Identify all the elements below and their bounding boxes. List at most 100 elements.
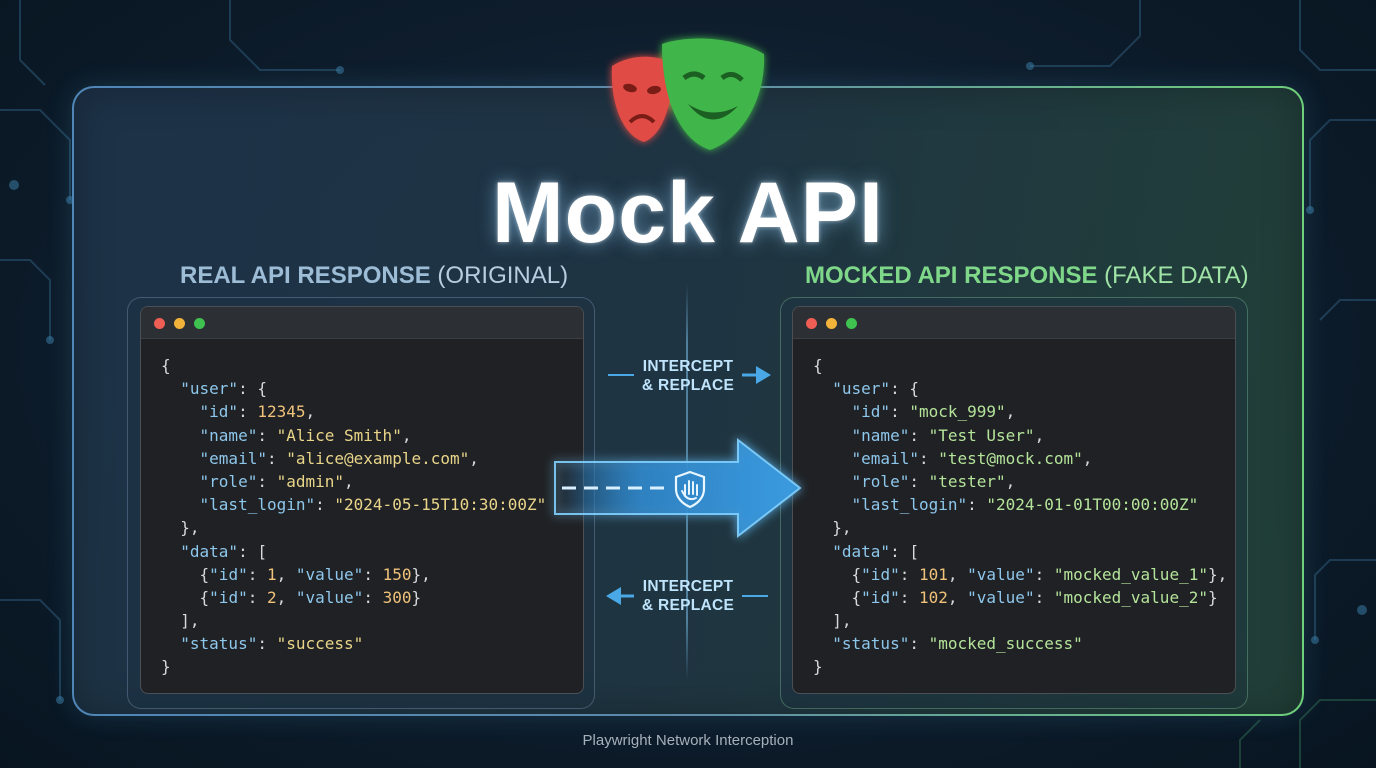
code-token: { [813,564,862,584]
code-token: }, [161,518,200,538]
code-token: } [161,657,171,677]
code-token: "id" [861,564,900,584]
code-token: } [1207,587,1218,607]
intercept-replace-bottom: INTERCEPT & REPLACE [636,577,740,615]
code-token: "last_login" [851,495,968,515]
intercept-replace-top: INTERCEPT & REPLACE [636,357,740,395]
theater-masks-icon [611,38,765,150]
code-token: "role" [199,471,258,491]
mocked-response-window: { "user": { "id": "mock_999", "name": "T… [792,306,1236,694]
code-token: : [ [238,541,267,561]
code-token: "Test User" [928,425,1035,445]
code-token: : [257,634,277,654]
code-token: 101 [918,564,948,584]
code-token: "user" [832,379,891,399]
code-token [161,379,180,398]
code-token: "name" [851,425,910,445]
code-token: , [947,587,968,607]
code-token: , [947,564,968,584]
code-token: "id" [861,587,900,607]
code-token: { [161,564,210,584]
code-token: "value" [967,564,1035,584]
intercept-top-line-1: INTERCEPT [642,358,734,375]
code-token: { [161,587,210,607]
code-token: 150 [382,564,412,584]
code-token [813,402,852,421]
code-token: "2024-01-01T00:00:00Z" [986,495,1199,515]
code-token: : [ [890,541,919,561]
code-line: { [813,354,1227,377]
code-token: : [247,587,267,607]
code-token [161,449,200,468]
code-line: "status": "success" [161,632,546,655]
window-titlebar [793,307,1235,339]
code-line: }, [161,516,546,539]
code-line: {"id": 1, "value": 150}, [161,563,546,586]
intercept-top-line-2: & REPLACE [641,377,735,394]
code-token: , [401,425,412,445]
code-line: {"id": 102, "value": "mocked_value_2"} [813,586,1227,609]
code-token: }, [1207,564,1228,584]
code-token: "status" [832,634,910,654]
code-token: : [918,448,939,468]
maximize-dot-icon [846,318,857,329]
code-token: { [813,356,823,375]
code-line: "name": "Test User", [813,424,1227,447]
code-token: }, [411,564,431,584]
code-token: : [266,448,287,468]
code-token: }, [813,518,852,538]
code-line: "last_login": "2024-05-15T10:30:00Z" [161,493,547,516]
divider-line [686,284,688,680]
code-token: 12345 [257,402,306,422]
maximize-dot-icon [194,318,205,329]
code-token: "email" [199,448,267,468]
code-token: "status" [180,634,258,654]
code-token: "email" [851,448,919,468]
code-line: } [161,655,546,678]
code-token: ], [161,611,200,631]
real-response-heading-note: (ORIGINAL) [437,262,569,289]
close-dot-icon [806,318,817,329]
code-line: {"id": 2, "value": 300} [161,586,546,609]
code-token: "id" [209,587,248,607]
code-line: {"id": 101, "value": "mocked_value_1"}, [813,563,1228,586]
code-token: : [315,495,335,515]
code-token [161,542,180,561]
code-token: "user" [180,379,239,399]
code-line: "name": "Alice Smith", [161,424,546,447]
code-token: : [363,587,383,607]
code-token [813,426,852,445]
code-token: "id" [851,402,891,422]
code-token: , [305,402,316,422]
code-token: : [899,564,919,584]
mocked-response-heading-main: MOCKED API RESPONSE [805,262,1098,289]
real-response-heading-main: REAL API RESPONSE [180,262,431,289]
code-token: , [1005,402,1016,422]
code-line: "last_login": "2024-01-01T00:00:00Z" [813,493,1227,516]
code-token [161,426,200,445]
code-token: : [909,425,929,445]
code-token: : [1034,564,1054,584]
code-token [813,634,832,653]
code-token: "id" [209,564,248,584]
code-line: "role": "admin", [161,470,546,493]
code-token: 2 [266,587,277,607]
code-token: , [344,471,354,491]
code-token: , [276,587,296,607]
intercept-bottom-line-1: INTERCEPT [642,578,734,595]
code-token: , [1005,471,1016,491]
code-token: "mocked_value_2" [1053,587,1208,607]
code-token: : [890,402,910,422]
code-line: "data": [ [161,540,546,563]
code-token: "last_login" [199,495,316,515]
code-line: "id": "mock_999", [813,400,1227,423]
code-line: "data": [ [813,540,1227,563]
code-line: "status": "mocked_success" [813,632,1227,655]
minimize-dot-icon [826,318,837,329]
code-token: 1 [266,564,277,584]
code-line: "id": 12345, [161,400,546,423]
page-title: Mock API [492,165,884,261]
code-token [813,472,852,491]
code-token: : [967,495,987,515]
code-token: 102 [918,587,948,607]
